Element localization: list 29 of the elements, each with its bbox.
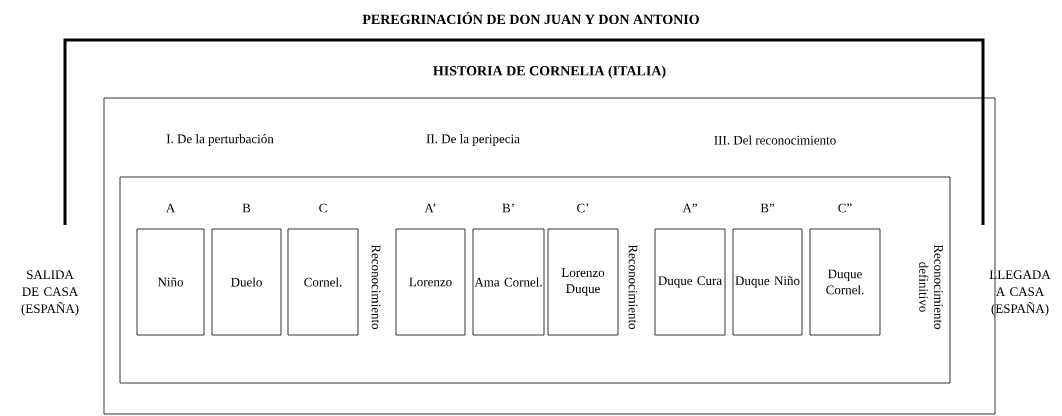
heading: HISTORIA DE CORNELIA (ITALIA): [433, 65, 666, 79]
vertical-label: Reconocimiento: [371, 244, 381, 330]
place-label: SALIDA DE CASA (ESPAÑA): [21, 270, 79, 316]
column-letter: C”: [838, 203, 852, 213]
section-heading: III. Del reconocimiento: [714, 135, 836, 145]
episode-box: Niño: [136, 228, 205, 336]
vertical-label: Reconocimiento: [628, 244, 638, 330]
episode-box: Lorenzo: [395, 228, 466, 336]
column-letter: B”: [760, 203, 775, 213]
episode-box: Ama Cornel.: [472, 228, 545, 336]
vertical-label: Reconocimiento definitivo: [919, 244, 943, 330]
column-letter: A”: [682, 203, 697, 213]
column-letter: A’: [424, 203, 436, 213]
column-letter: C’: [577, 203, 589, 213]
episode-box: Lorenzo Duque: [547, 228, 619, 336]
episode-box: Cornel.: [287, 228, 359, 336]
episode-box: Duelo: [211, 228, 282, 336]
episode-box: Duque Cura: [654, 228, 726, 336]
column-letter: A: [165, 203, 176, 213]
section-heading: I. De la perturbación: [166, 134, 274, 146]
place-label: LLEGADA A CASA (ESPAÑA): [989, 270, 1051, 316]
column-letter: C: [319, 203, 327, 213]
episode-box: Duque Cornel.: [809, 228, 881, 336]
title: PEREGRINACIÓN DE DON JUAN Y DON ANTONIO: [362, 11, 699, 25]
episode-box: Duque Niño: [732, 228, 803, 336]
column-letter: B’: [502, 203, 514, 213]
inner-box: [119, 176, 951, 384]
section-heading: II. De la peripecia: [426, 134, 520, 146]
column-letter: B: [242, 203, 251, 213]
